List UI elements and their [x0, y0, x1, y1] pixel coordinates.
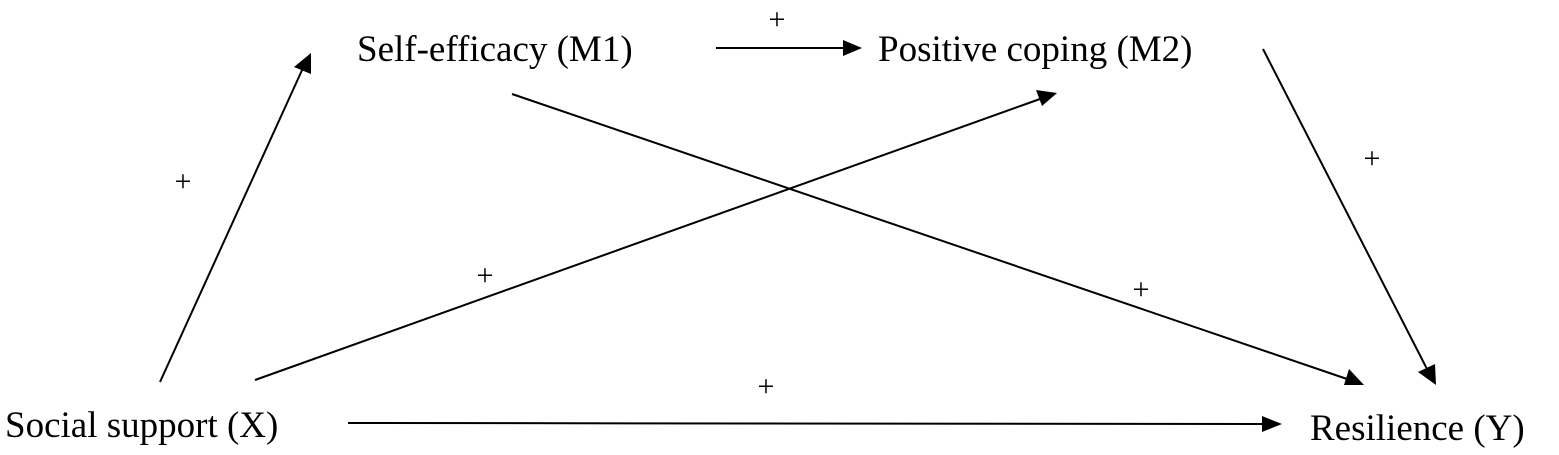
- sign-x-to-m1: +: [175, 165, 192, 198]
- edge-signs: + + + + + +: [175, 3, 1381, 403]
- edge-x-to-m1-line: [159, 67, 304, 383]
- sign-m1-to-m2: +: [769, 3, 786, 36]
- edge-x-to-y-arrowhead: [1262, 416, 1282, 432]
- node-self-efficacy: Self-efficacy (M1): [357, 29, 633, 70]
- nodes: Social support (X) Self-efficacy (M1) Po…: [5, 29, 1525, 449]
- edge-m1-to-y-line: [511, 93, 1348, 380]
- edge-x-to-m1-arrowhead: [294, 53, 311, 74]
- sign-m1-to-y: +: [1133, 273, 1150, 306]
- edge-x-to-m2-arrowhead: [1036, 90, 1057, 106]
- edge-m1-to-m2-arrowhead: [843, 40, 862, 56]
- sign-m2-to-y: +: [1364, 142, 1381, 175]
- edges: [159, 40, 1436, 432]
- edge-x-to-y-line: [347, 422, 1265, 425]
- node-resilience: Resilience (Y): [1310, 408, 1525, 449]
- edge-x-to-m2-line: [254, 98, 1041, 381]
- edge-m2-to-y-arrowhead: [1418, 364, 1436, 385]
- edge-m1-to-y-arrowhead: [1344, 369, 1364, 385]
- sign-x-to-y: +: [758, 370, 775, 403]
- edge-m2-to-y-line: [1262, 48, 1428, 370]
- sign-x-to-m2: +: [477, 259, 494, 292]
- node-social-support: Social support (X): [5, 405, 278, 446]
- node-positive-coping: Positive coping (M2): [878, 29, 1192, 70]
